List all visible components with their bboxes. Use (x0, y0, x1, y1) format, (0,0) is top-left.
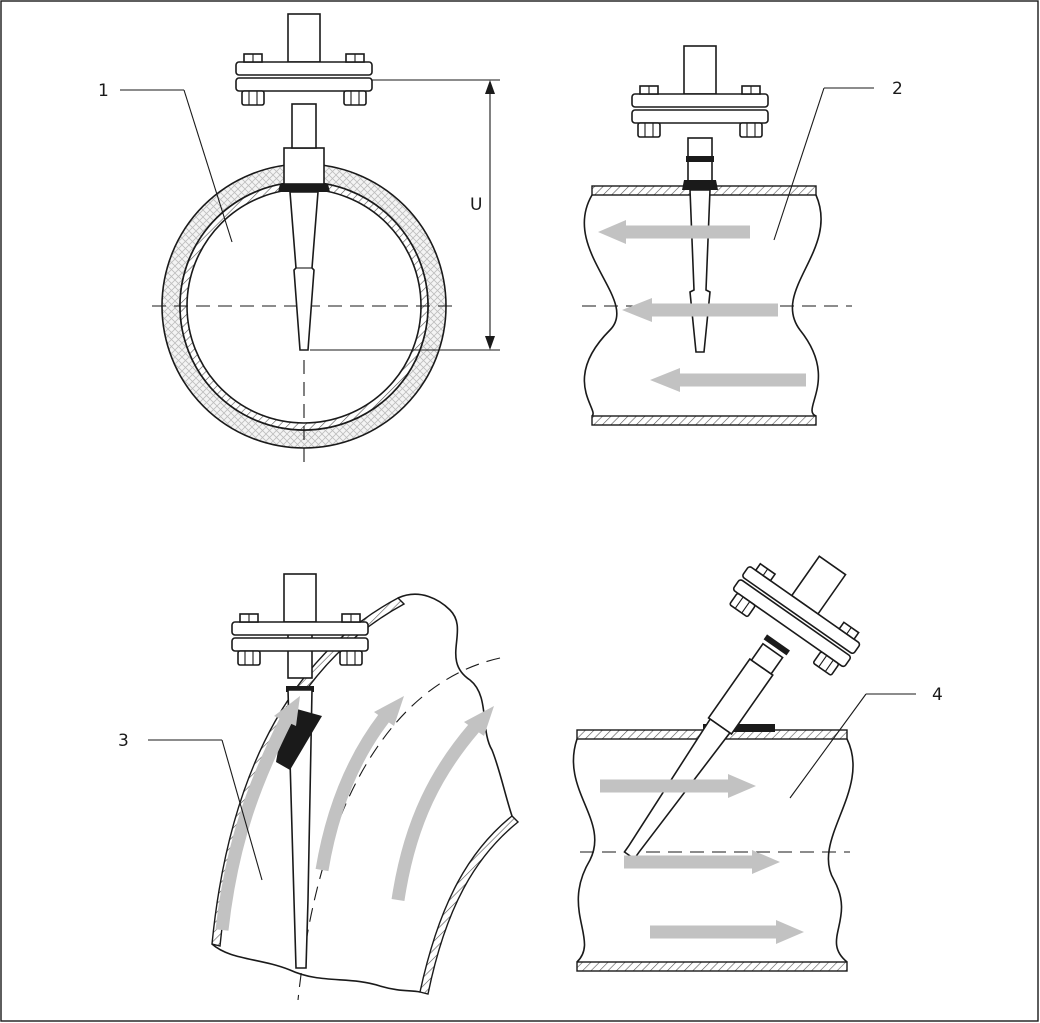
flange-bolt-icon (231, 573, 369, 666)
view-2-straight-pipe: 2 (582, 45, 903, 426)
flange-bolt-icon (235, 13, 373, 106)
weld-seam (278, 184, 330, 192)
dimension-label-u: U (470, 195, 482, 215)
callout-3: 3 (118, 731, 129, 751)
callout-2: 2 (892, 79, 903, 99)
flow-arrow-icon (215, 717, 292, 931)
view-4-inclined-pipe: 4 (572, 525, 943, 972)
thermowell-stem (289, 191, 319, 351)
view-1-cross-section: U 1 (98, 13, 500, 462)
weld-seam (703, 724, 775, 732)
flange-bolt-icon (631, 45, 769, 138)
callout-4: 4 (932, 685, 943, 705)
view-3-elbow: 3 (118, 573, 520, 1001)
callout-1: 1 (98, 81, 109, 101)
flow-arrow-icon (315, 714, 390, 872)
flow-arrow-icon (391, 723, 479, 901)
